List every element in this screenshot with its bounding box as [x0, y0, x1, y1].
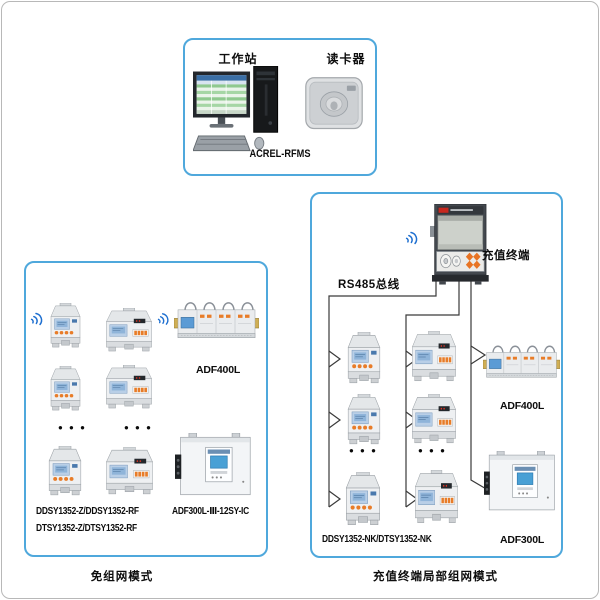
ellipsis-icon: ● ● ● [418, 446, 447, 455]
single-phase-meter-icon [49, 366, 82, 412]
system-name-label: ACREL-RFMS [249, 148, 311, 160]
meter-models-label: DDSY1352-Z/DDSY1352-RF [36, 506, 139, 517]
workstation-label: 工作站 [218, 52, 258, 66]
three-phase-meter-icon [105, 365, 153, 410]
adf300l-model-label: ADF300L [499, 534, 545, 546]
recharge-terminal-label: 充值终端 [482, 250, 530, 262]
right-mode-caption: 充值终端局部组网模式 [373, 571, 498, 583]
single-phase-meter-icon [49, 303, 82, 349]
three-phase-meter-icon [414, 470, 459, 525]
terminal-network-mode-panel: 充值终端 RS485总线 ● ● ● ● ● ● ADF400L DDSY135… [310, 192, 563, 558]
single-phase-meter-icon [344, 472, 382, 527]
ellipsis-icon: ● ● ● [58, 423, 87, 432]
no-network-mode-panel: ● ● ● ● ● ● ADF400L DDSY1352-Z/DDSY1352-… [24, 261, 268, 557]
meter-models-label: DTSY1352-Z/DTSY1352-RF [36, 523, 137, 534]
adf300l-enclosure-icon [175, 433, 253, 499]
three-phase-meter-icon [105, 308, 153, 353]
recharge-terminal-icon [430, 204, 492, 286]
ellipsis-icon: ● ● ● [349, 446, 378, 455]
card-reader-label: 读卡器 [326, 52, 366, 66]
wireless-signal-icon [154, 307, 175, 331]
rs485-bus-label: RS485总线 [338, 279, 400, 291]
single-phase-meter-icon [47, 446, 83, 497]
adf400l-multicircuit-meter-icon [174, 297, 259, 343]
rs485-bus-lines [328, 278, 489, 508]
card-reader-icon [305, 76, 363, 132]
single-phase-meter-icon [346, 332, 382, 385]
three-phase-meter-icon [105, 447, 154, 496]
adf300l-model-label: ADF300L-Ⅲ-12SY-IC [172, 506, 249, 517]
ellipsis-icon: ● ● ● [124, 423, 153, 432]
wireless-signal-icon [27, 306, 50, 332]
adf300l-enclosure-icon [484, 451, 557, 514]
left-mode-caption: 免组网模式 [90, 571, 154, 583]
three-phase-meter-icon [411, 331, 457, 383]
adf400l-label: ADF400L [499, 400, 545, 412]
adf400l-label: ADF400L [195, 364, 241, 376]
adf400l-multicircuit-meter-icon [483, 341, 560, 382]
three-phase-meter-icon [411, 394, 457, 445]
rfms-station-panel: 工作站 读卡器 ACREL-RFMS [183, 38, 377, 176]
meter-models-label: DDSY1352-NK/DTSY1352-NK [322, 534, 432, 545]
single-phase-meter-icon [346, 394, 382, 446]
workstation-computer-icon [193, 66, 285, 158]
